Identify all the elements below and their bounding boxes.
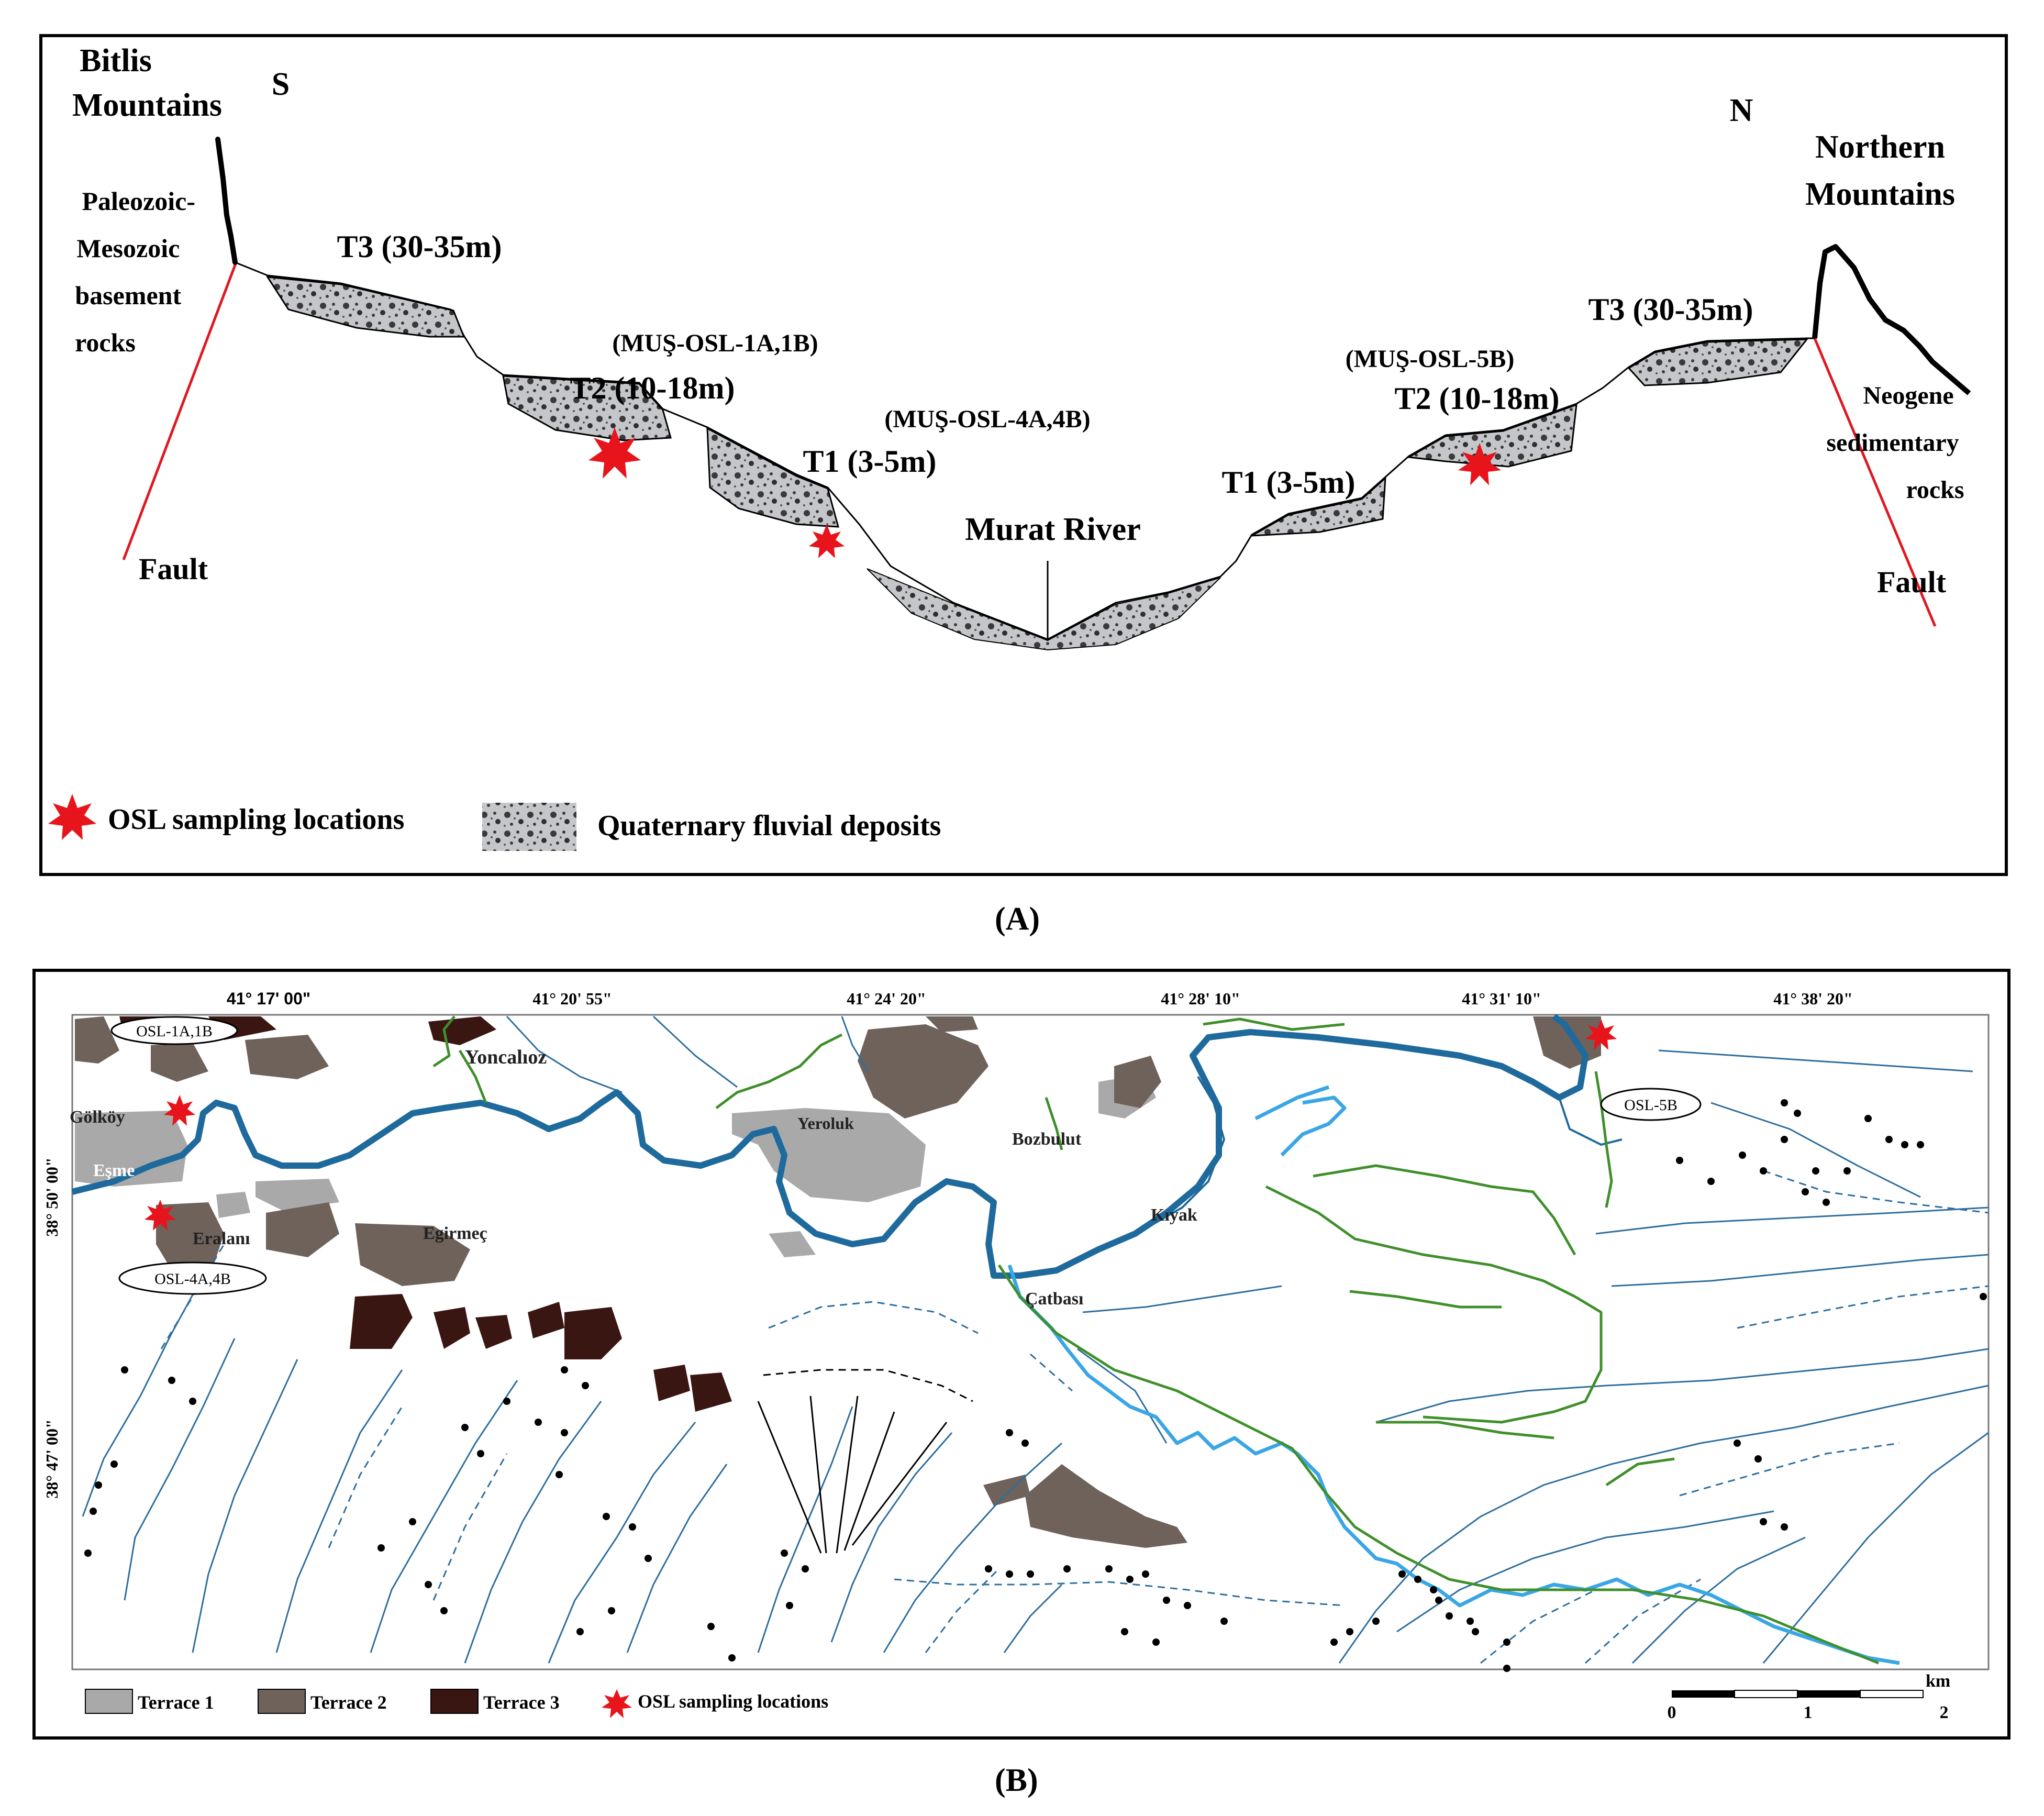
terrace-1-areas (75, 1074, 1156, 1257)
northern-mountain-profile (1812, 244, 1971, 395)
right-basement-label: Neogene sedimentary rocks (1826, 382, 1965, 504)
lon-label-3: 41° 24' 20" (847, 989, 926, 1008)
place-yoncalioz: Yoncalıoz (465, 1046, 547, 1068)
bitlis-mountain-profile (215, 137, 238, 265)
lat-label-1: 38° 50' 00" (42, 1157, 61, 1236)
map-dots (84, 1099, 1987, 1672)
fault-label-left: Fault (139, 552, 208, 586)
legend-terrace-2-label: Terrace 2 (310, 1692, 387, 1713)
sample-ellipse-c (1600, 1088, 1702, 1121)
deposit-t3-right (1627, 338, 1809, 386)
panel-a-caption: (A) (995, 901, 1040, 937)
left-basement-label: Paleozoic- Mesozoic basement rocks (75, 186, 202, 357)
map-osl-star-icon (1585, 1019, 1617, 1050)
legend-deposit-swatch (482, 803, 576, 851)
legend-osl-star-icon (48, 794, 96, 840)
place-eralani: Eralanı (193, 1229, 250, 1248)
intermittent-streams (160, 1170, 1989, 1664)
fault-line-left (122, 262, 238, 560)
sample-ellipse-b (118, 1261, 267, 1295)
north-label: N (1730, 93, 1753, 128)
deposit-river (867, 568, 1221, 651)
fault-line-right (1813, 338, 1937, 627)
place-kiyak: Kıyak (1151, 1205, 1197, 1225)
deposit-t2-left (502, 375, 672, 441)
lon-label-1: 41° 17' 00" (227, 989, 310, 1008)
fault-label-right: Fault (1877, 565, 1947, 599)
sample-ellipse-b-label: OSL-4A,4B (154, 1270, 231, 1288)
sample-1-label: (MUŞ-OSL-1A,1B) (612, 329, 818, 357)
place-guzeltepe: Güzeltepe (1015, 1549, 1091, 1569)
sample-ellipse-c-label: OSL-5B (1624, 1097, 1678, 1114)
terrace-t1-left-label: T1 (3-5m) (803, 444, 937, 479)
place-egirmec: Egirmeç (423, 1224, 487, 1243)
fan-lines (757, 1369, 973, 1554)
lon-label-5: 41° 31' 10" (1462, 989, 1541, 1008)
legend-terrace-1-label: Terrace 1 (138, 1692, 214, 1713)
legend-map-osl-star-icon (602, 1689, 632, 1718)
left-range-label-2: Mountains (72, 87, 222, 123)
place-bozbulut: Bozbulut (1012, 1130, 1082, 1149)
sample-ellipse-a (110, 1016, 238, 1045)
valley-profile (235, 261, 1815, 640)
river-channel-secondary (1558, 1097, 1623, 1146)
terrace-t3-left-label: T3 (30-35m) (337, 229, 502, 264)
scale-bar: km 0 1 2 (1668, 1671, 1951, 1722)
terrace-t2-right-label: T2 (10-18m) (1395, 381, 1560, 416)
place-catbasi: Çatbası (1025, 1289, 1083, 1309)
place-golkoy: Gölköy (70, 1108, 125, 1127)
deposit-t2-right (1406, 403, 1578, 468)
place-esme: Eşme (93, 1161, 135, 1180)
right-range-label-1: Northern (1815, 129, 1945, 165)
deposit-t1-left (706, 427, 840, 528)
map-panel: 41° 17' 00" 41° 20' 55" 41° 24' 20" 41° … (32, 969, 2010, 1740)
canals (1007, 1085, 1900, 1665)
streams (82, 1015, 1989, 1664)
legend-terrace-3-label: Terrace 3 (483, 1692, 560, 1713)
south-label: S (272, 67, 290, 102)
deposit-t3-left (266, 276, 465, 338)
cross-section-diagram: Bitlis Mountains S N Northern Mountains … (48, 43, 1971, 851)
lat-label-2: 38° 47' 00" (42, 1419, 61, 1498)
legend-terrace-3-swatch (430, 1689, 479, 1714)
map-osl-star-icon (164, 1095, 195, 1126)
map-osl-star-icon (145, 1200, 176, 1231)
river-label: Murat River (965, 512, 1141, 547)
terrace-2-areas (75, 1016, 1601, 1548)
lon-label-4: 41° 28' 10" (1161, 989, 1240, 1008)
murat-river (71, 1014, 1588, 1279)
scale-tick-1: 1 (1804, 1703, 1813, 1722)
panel-b-caption: (B) (995, 1763, 1038, 1798)
deposit-t1-right (1251, 476, 1386, 537)
terrace-map: 41° 17' 00" 41° 20' 55" 41° 24' 20" 41° … (42, 989, 1990, 1722)
scale-unit: km (1926, 1671, 1950, 1691)
lon-label-6: 41° 38' 20" (1773, 989, 1852, 1008)
place-yeroluk: Yeroluk (797, 1114, 854, 1133)
terrace-t1-right-label: T1 (3-5m) (1222, 465, 1356, 500)
osl-star-icon (1458, 443, 1501, 485)
cross-section-panel: Bitlis Mountains S N Northern Mountains … (39, 34, 2008, 876)
terrace-t2-left-label: T2 (10-18m) (570, 371, 735, 405)
murat-river-branch (1145, 1076, 1226, 1230)
right-range-label-2: Mountains (1805, 176, 1955, 212)
roads (432, 1015, 1879, 1665)
lon-label-2: 41° 20' 55" (532, 989, 612, 1008)
sample-4-label: (MUŞ-OSL-4A,4B) (884, 405, 1090, 433)
scale-tick-0: 0 (1668, 1703, 1676, 1722)
sample-5-label: (MUŞ-OSL-5B) (1346, 345, 1515, 373)
legend-deposit-label: Quaternary fluvial deposits (597, 810, 941, 842)
osl-star-icon (809, 524, 845, 558)
scale-tick-2: 2 (1940, 1703, 1949, 1722)
osl-star-icon (588, 427, 641, 479)
legend-terrace-2-swatch (258, 1689, 306, 1714)
legend-terrace-1-swatch (85, 1689, 133, 1714)
legend-osl-label: OSL sampling locations (108, 803, 404, 836)
legend-map-osl-label: OSL sampling locations (638, 1691, 828, 1712)
left-range-label-1: Bitlis (80, 43, 152, 79)
terrace-t3-right-label: T3 (30-35m) (1588, 292, 1753, 327)
sample-ellipse-a-label: OSL-1A,1B (136, 1023, 213, 1040)
